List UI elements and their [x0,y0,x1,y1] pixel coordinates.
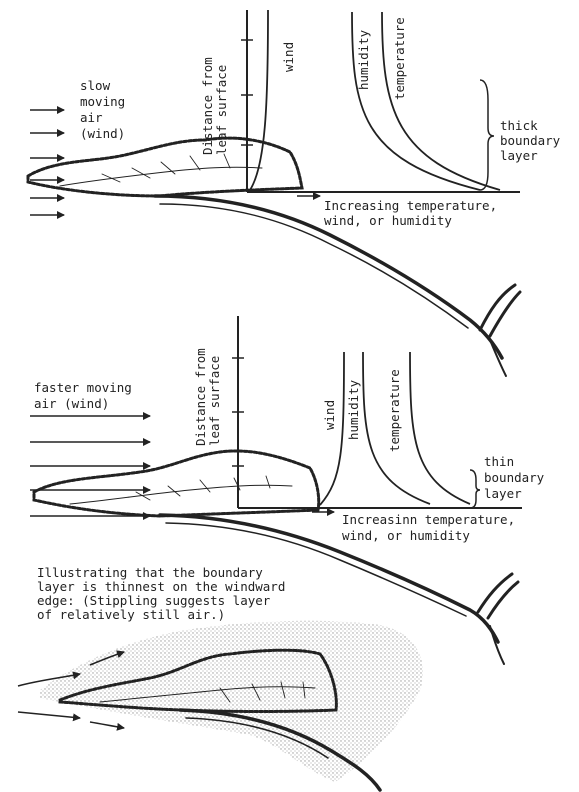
humidity-profile-curve [352,12,480,190]
wind-curve-label-top: wind [281,42,296,72]
profile-graph-middle [232,316,522,512]
profile-graph-top [241,10,520,196]
wind-curve-label-middle: wind [322,400,337,430]
boundary-label-top: thick boundary layer [500,118,568,163]
thick-boundary-brace [480,80,494,190]
wind-profile-curve [250,10,268,190]
panel-bottom [18,621,423,790]
caption-line: layer is thinnest on the windward [37,580,377,594]
inlet-label-middle: faster moving air (wind) [34,380,139,411]
x-axis-label-middle: Increasinn temperature, wind, or humidit… [342,512,523,543]
thin-boundary-brace [470,470,480,508]
humidity-curve-label-middle: humidity [346,379,361,440]
temperature-curve-label-middle: temperature [387,369,402,452]
caption-line: Illustrating that the boundary [37,566,377,580]
caption-line: edge: (Stippling suggests layer [37,594,377,608]
boundary-label-middle: thin boundary layer [484,454,552,501]
still-air-stipple [40,621,423,782]
temperature-curve-label-top: temperature [392,17,407,100]
diagram-caption: Illustrating that the boundary layer is … [37,566,377,622]
y-axis-label-middle: Distance from leaf surface [193,341,222,446]
wind-arrows-middle [30,416,150,516]
caption-line: of relatively still air.) [37,608,377,622]
wind-arrows-top [30,110,64,215]
humidity-curve-label-top: humidity [356,29,371,90]
temperature-profile-curve [410,352,470,504]
inlet-label-top: slow moving air (wind) [80,78,133,141]
x-axis-label-top: Increasing temperature, wind, or humidit… [324,198,505,228]
leaf-top [28,138,520,376]
y-axis-label-top: Distance from leaf surface [200,50,229,155]
panel-top: slow moving air (wind) [28,10,568,376]
